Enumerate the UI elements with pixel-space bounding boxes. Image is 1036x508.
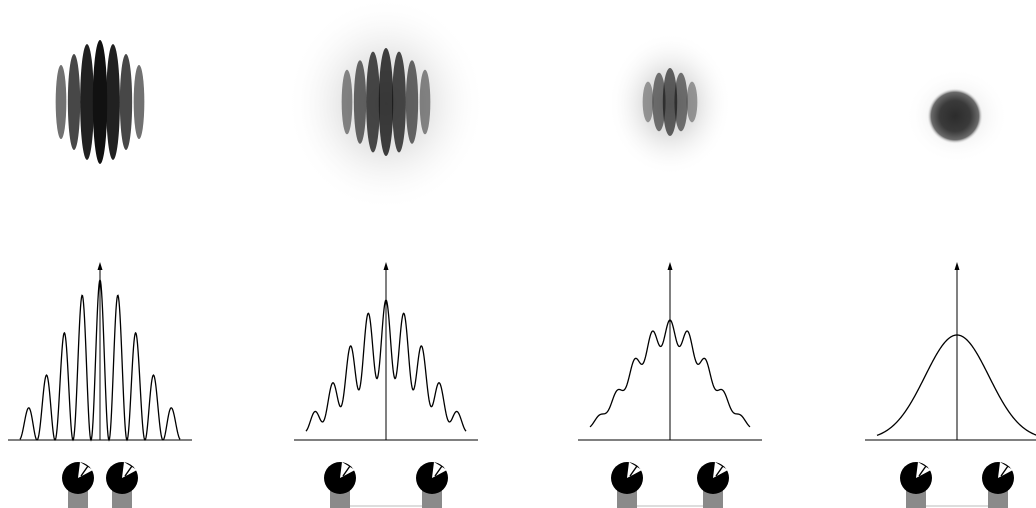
telescope-icon <box>982 462 1014 508</box>
intensity-profile <box>19 278 181 442</box>
axis-arrow-icon <box>954 262 960 270</box>
panel-4 <box>865 68 1036 508</box>
telescope-tube <box>434 465 443 477</box>
telescope-icon <box>324 462 356 508</box>
fringe-band <box>366 51 380 153</box>
fringe-band <box>80 44 94 160</box>
telescope-tube <box>1000 465 1009 477</box>
telescope-icon <box>62 462 94 508</box>
fringe-band <box>133 64 145 140</box>
axis-arrow-icon <box>667 262 673 270</box>
telescope-tube <box>918 465 927 477</box>
intensity-profile <box>305 298 467 432</box>
fringe-band <box>353 60 367 144</box>
intensity-profile <box>589 319 751 428</box>
fringe-band <box>642 81 654 123</box>
panels-layer <box>8 0 1036 508</box>
telescope-tube <box>715 465 724 477</box>
fringe-band <box>341 69 353 135</box>
telescope-tube <box>629 465 638 477</box>
fringe-band <box>652 72 666 132</box>
fringe-band <box>55 64 67 140</box>
fringe-band <box>106 44 120 160</box>
telescope-tube <box>80 465 89 477</box>
telescope-icon <box>106 462 138 508</box>
telescope-tube <box>124 465 133 477</box>
panel-3 <box>578 32 762 508</box>
telescope-tube <box>342 465 351 477</box>
fringe-band <box>392 51 406 153</box>
fringe-blob <box>927 88 983 144</box>
fringe-band <box>378 48 394 156</box>
fringe-band <box>67 54 81 150</box>
axis-arrow-icon <box>383 262 389 270</box>
telescope-icon <box>900 462 932 508</box>
fringe-band <box>405 60 419 144</box>
fringe-band <box>686 81 698 123</box>
telescope-icon <box>697 462 729 508</box>
telescope-icon <box>416 462 448 508</box>
intensity-profile <box>876 334 1036 436</box>
axis-arrow-icon <box>97 262 103 270</box>
panel-2 <box>286 0 486 508</box>
fringe-band <box>419 69 431 135</box>
telescope-icon <box>611 462 643 508</box>
fringe-band <box>674 72 688 132</box>
fringe-band <box>662 68 678 136</box>
fringe-band <box>92 40 108 164</box>
panel-1 <box>8 40 192 508</box>
fringe-band <box>119 54 133 150</box>
